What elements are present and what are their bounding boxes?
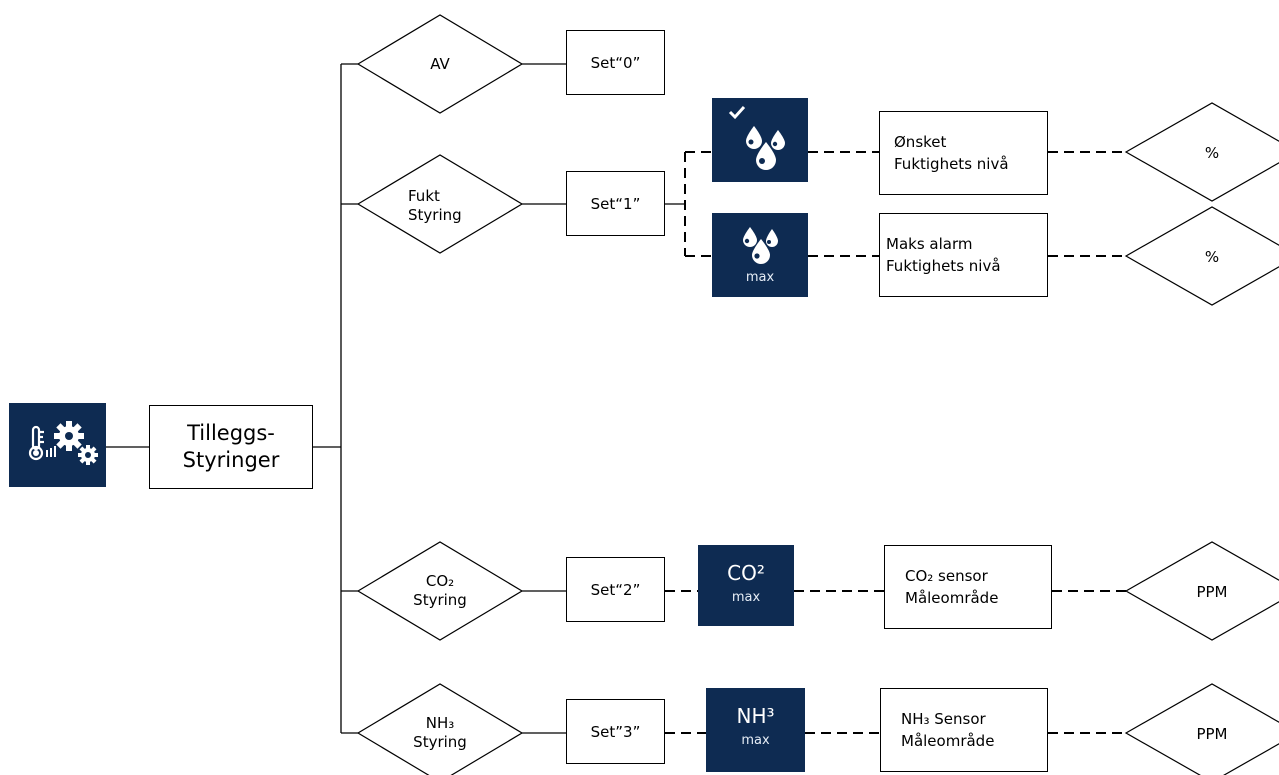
- decision-av-label: AV: [430, 55, 450, 73]
- desired-humidity-box[interactable]: Ønsket Fuktighets nivå: [879, 111, 1048, 195]
- desired-humidity-line2: Fuktighets nivå: [894, 155, 1009, 173]
- decision-nh3-line2: Styring: [413, 733, 467, 751]
- humidity-max-tile[interactable]: max: [712, 213, 808, 297]
- desired-humidity-line1: Ønsket: [894, 133, 947, 151]
- humidity-check-tile[interactable]: [712, 98, 808, 182]
- co2-sensor-box[interactable]: CO₂ sensor Måleområde: [884, 545, 1052, 629]
- nh3-max-label: max: [741, 733, 770, 748]
- decision-co2-line2: Styring: [413, 591, 467, 609]
- nh3-sensor-line2: Måleområde: [901, 732, 995, 750]
- desired-humidity-unit: %: [1204, 144, 1220, 162]
- set-1-box[interactable]: Set“1”: [566, 171, 665, 236]
- decision-nh3-label: NH₃ Styring: [400, 714, 480, 752]
- value-humidity-2: [1124, 206, 1279, 306]
- set-3-label: Set”3”: [590, 722, 641, 741]
- root-title-line2: Styringer: [182, 448, 280, 472]
- max-alarm-humidity-box[interactable]: Maks alarm Fuktighets nivå: [879, 213, 1048, 297]
- nh3-sensor-box[interactable]: NH₃ Sensor Måleområde: [880, 688, 1048, 772]
- nh3-icon-text: NH³: [736, 704, 775, 728]
- set-2-label: Set“2”: [590, 580, 641, 599]
- co2-max-tile[interactable]: CO² max: [698, 545, 794, 626]
- value-co2: [1124, 541, 1279, 641]
- decision-fukt: [356, 154, 524, 254]
- decision-av: [356, 14, 524, 114]
- max-alarm-line2: Fuktighets nivå: [886, 257, 1001, 275]
- humidity-max-label: max: [745, 270, 775, 285]
- nh3-max-tile[interactable]: NH³ max: [706, 688, 805, 772]
- decision-co2-label: CO₂ Styring: [400, 572, 480, 610]
- humidity-check-icon: [728, 105, 785, 170]
- root-icon-tile[interactable]: [9, 403, 106, 487]
- co2-sensor-line2: Måleområde: [905, 589, 999, 607]
- value-nh3: [1124, 683, 1279, 775]
- decision-co2-line1: CO₂: [425, 572, 455, 590]
- set-0-box[interactable]: Set“0”: [566, 30, 665, 95]
- decision-nh3: [356, 683, 524, 775]
- decision-fukt-label: Fukt Styring: [408, 187, 462, 225]
- root-box[interactable]: Tilleggs- Styringer: [149, 405, 313, 489]
- value-humidity-1: [1124, 102, 1279, 202]
- nh3-sensor-line1: NH₃ Sensor: [901, 710, 986, 728]
- max-humidity-unit: %: [1204, 248, 1220, 266]
- max-alarm-line1: Maks alarm: [886, 235, 973, 253]
- dashed-connectors: [665, 151, 1126, 734]
- thermometer-gears-icon: [28, 421, 98, 465]
- nh3-unit: PPM: [1196, 725, 1228, 743]
- root-title-line1: Tilleggs-: [187, 421, 275, 445]
- decision-fukt-line1: Fukt: [408, 187, 440, 205]
- co2-sensor-line1: CO₂ sensor: [905, 567, 988, 585]
- decision-nh3-line1: NH₃: [425, 714, 455, 732]
- decision-co2: [356, 541, 524, 641]
- solid-connectors: [106, 63, 685, 734]
- set-1-label: Set“1”: [590, 194, 641, 213]
- set-2-box[interactable]: Set“2”: [566, 557, 665, 622]
- humidity-max-icon: [743, 227, 778, 264]
- diamonds: [356, 14, 1279, 775]
- set-3-box[interactable]: Set”3”: [566, 699, 665, 764]
- co2-unit: PPM: [1196, 583, 1228, 601]
- decision-fukt-line2: Styring: [408, 206, 462, 224]
- set-0-label: Set“0”: [590, 53, 641, 72]
- co2-max-label: max: [731, 590, 761, 605]
- co2-icon-text: CO²: [727, 561, 765, 585]
